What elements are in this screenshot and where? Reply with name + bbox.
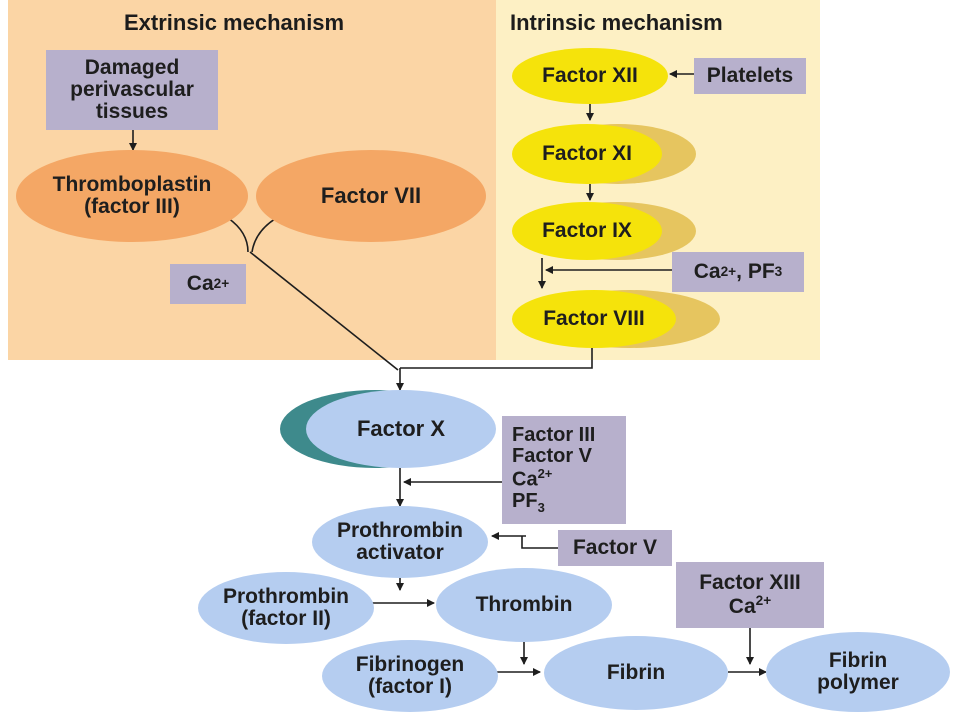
cofactor-line-4: PF3 [512, 491, 545, 515]
factor-xi-label: Factor XI [542, 141, 632, 165]
factor-v-label: Factor V [572, 535, 658, 559]
extrinsic-title: Extrinsic mechanism [124, 10, 345, 35]
ca-int-sup: 2+ [720, 263, 737, 279]
cofactor-pf-base: PF [512, 490, 538, 512]
factor-ix-label: Factor IX [542, 218, 632, 242]
factor-viii-node: Factor VIII [512, 290, 676, 348]
thromboplastin-node: Thromboplastin (factor III) [16, 150, 248, 242]
factor-xiii-ca-base: Ca [728, 595, 756, 618]
cofactor-line-2: Factor V [512, 445, 593, 468]
fibrin-node: Fibrin [544, 636, 728, 710]
factor-v-box: Factor V [558, 530, 672, 566]
thromboplastin-line-2: (factor III) [84, 195, 180, 218]
prothrombin-line-1: Prothrombin [223, 584, 349, 608]
fibrin-polymer-line-1: Fibrin [828, 648, 888, 672]
calcium-ext-sup: 2+ [213, 275, 230, 291]
line-extrinsic-to-x [249, 251, 399, 371]
cofactor-pf-sub: 3 [537, 500, 545, 515]
factor-xiii-line-2: Ca2+ [728, 593, 772, 618]
fibrin-polymer-line-2: polymer [817, 671, 899, 694]
platelets-box: Platelets [694, 58, 806, 94]
cofactor-ca-base: Ca [512, 469, 538, 491]
damaged-line-1: Damaged [84, 55, 180, 79]
factor-xii-label: Factor XII [542, 63, 638, 87]
platelets-label: Platelets [706, 63, 794, 87]
fibrinogen-line-1: Fibrinogen [355, 652, 465, 676]
line-factor-v [521, 536, 558, 549]
line-intrinsic-to-x [400, 348, 593, 369]
ca-int-base: Ca [693, 259, 721, 283]
ca-int-mid: , PF [736, 259, 775, 283]
fibrin-polymer-node: Fibrin polymer [766, 632, 950, 712]
activator-line-1: Prothrombin [337, 518, 463, 542]
factor-viii-label: Factor VIII [543, 306, 645, 330]
prothrombin-line-2: (factor II) [241, 607, 331, 630]
curve-thromboplastin [227, 217, 249, 253]
factor-ix-node: Factor IX [512, 202, 662, 260]
cofactor-ca-sup: 2+ [537, 466, 553, 482]
factor-xiii-box: Factor XIII Ca2+ [676, 562, 824, 628]
intrinsic-title: Intrinsic mechanism [510, 10, 723, 35]
damaged-line-2: perivascular [70, 77, 194, 101]
fibrin-label: Fibrin [606, 660, 666, 684]
factor-xiii-ca-sup: 2+ [755, 593, 772, 608]
factor-xii-node: Factor XII [512, 48, 668, 104]
calcium-ext-base: Ca [186, 271, 214, 295]
prothrombin-node: Prothrombin (factor II) [198, 572, 374, 644]
fibrinogen-line-2: (factor I) [368, 675, 452, 698]
fibrinogen-node: Fibrinogen (factor I) [322, 640, 498, 712]
prothrombin-activator-node: Prothrombin activator [312, 506, 488, 578]
factor-xiii-line-1: Factor XIII [699, 570, 801, 594]
cofactor-line-3: Ca2+ [512, 467, 552, 491]
damaged-tissues-box: Damaged perivascular tissues [46, 50, 218, 130]
activator-line-2: activator [356, 541, 444, 564]
thromboplastin-line-1: Thromboplastin [52, 172, 212, 196]
factor-vii-label: Factor VII [320, 183, 422, 209]
thrombin-label: Thrombin [475, 592, 573, 616]
factor-vii-node: Factor VII [256, 150, 486, 242]
thrombin-node: Thrombin [436, 568, 612, 642]
cofactor-line-1: Factor III [512, 424, 596, 447]
cofactor-box: Factor III Factor V Ca2+ PF3 [502, 416, 626, 524]
ca-int-sub: 3 [774, 263, 783, 279]
factor-x-node: Factor X [306, 390, 496, 468]
damaged-line-3: tissues [95, 100, 169, 124]
factor-x-label: Factor X [356, 416, 446, 442]
factor-xi-node: Factor XI [512, 124, 662, 184]
